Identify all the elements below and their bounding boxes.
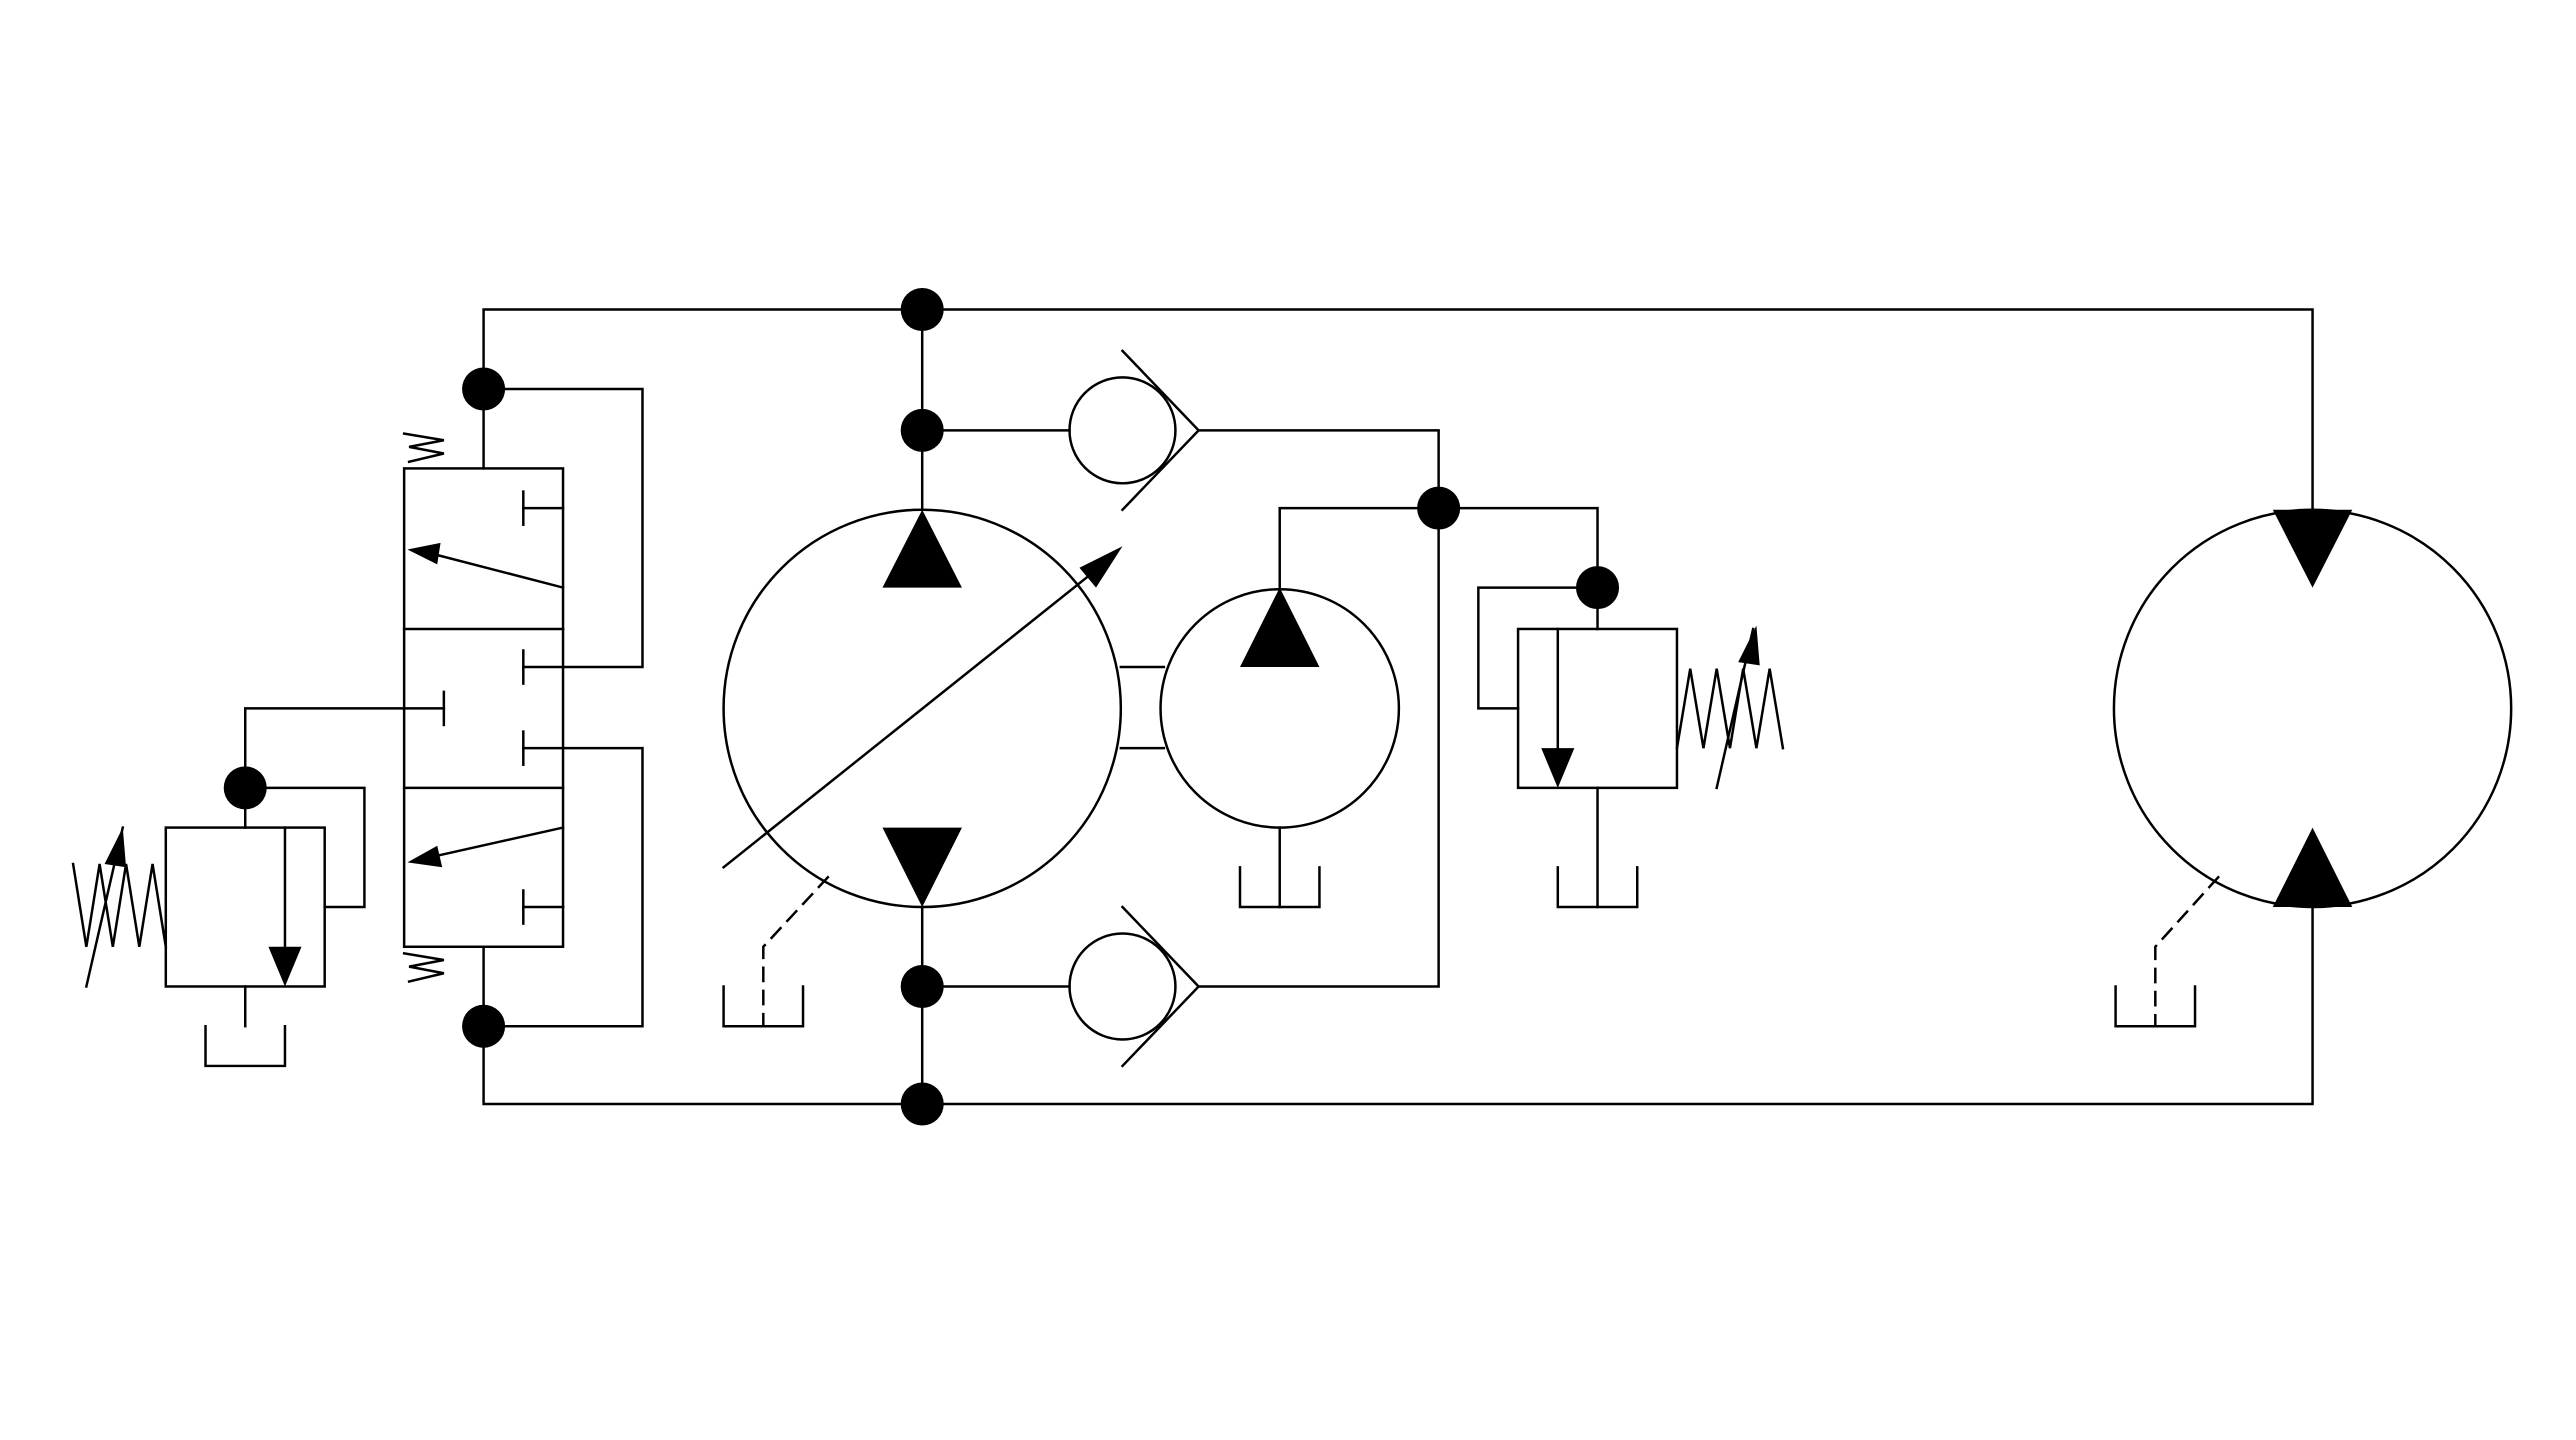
- main-pump-drain: [762, 875, 830, 1028]
- junction-dot: [900, 288, 944, 332]
- motor-drain: [2154, 875, 2220, 1028]
- check-valve-lower: [1068, 905, 1201, 1068]
- relief-right-flow-arrow: [1541, 748, 1575, 788]
- relief-right-body: [1516, 627, 1679, 790]
- valve-arrow-top: [407, 542, 441, 565]
- pump-flow-up-triangle: [882, 509, 962, 588]
- relief-right-spring: [1675, 668, 1785, 750]
- relief-left-spring: [71, 862, 168, 949]
- junction-dot: [1576, 566, 1620, 610]
- junction-dots: [223, 288, 1620, 1126]
- valve-arrow-bottom: [407, 845, 443, 868]
- junction-dot: [1417, 486, 1461, 530]
- motor-flow-up-triangle: [2272, 827, 2353, 908]
- relief-right-adjust-arrow: [1738, 625, 1760, 666]
- directional-control-valve: [243, 387, 644, 1028]
- tank-relief-left: [204, 1024, 287, 1068]
- variable-arrowhead: [1079, 546, 1123, 588]
- relief-valve-left: [71, 786, 366, 1028]
- charge-pump-triangle: [1240, 587, 1320, 668]
- charge-line-right: [1197, 429, 1440, 988]
- relief-left-adjust-arrow: [104, 827, 127, 868]
- spring-top: [402, 432, 445, 464]
- spring-bottom: [402, 951, 445, 984]
- junction-dot: [900, 408, 944, 452]
- motor-flow-down-triangle: [2272, 509, 2353, 588]
- top-main-line: [482, 308, 2314, 512]
- relief-right-pilot: [1477, 586, 1599, 710]
- relief-left-body: [164, 826, 326, 988]
- valve-port-to-relief: [243, 707, 406, 829]
- variable-arrow-line: [721, 564, 1103, 870]
- tank-symbols: [204, 786, 2197, 1068]
- bottom-main-line: [482, 905, 2314, 1106]
- pilot-line-top: [482, 387, 644, 669]
- junction-dot: [900, 1082, 944, 1126]
- junction-dot: [900, 964, 944, 1008]
- case-drains: [762, 875, 2220, 1028]
- pump-flow-down-triangle: [882, 827, 962, 908]
- pilot-line-bottom: [482, 746, 644, 1028]
- junction-dot: [462, 1004, 506, 1048]
- relief-left-flow-arrow: [268, 946, 302, 987]
- check-valve-upper: [1068, 349, 1201, 512]
- junction-dot: [462, 367, 506, 411]
- junction-dot: [223, 766, 267, 810]
